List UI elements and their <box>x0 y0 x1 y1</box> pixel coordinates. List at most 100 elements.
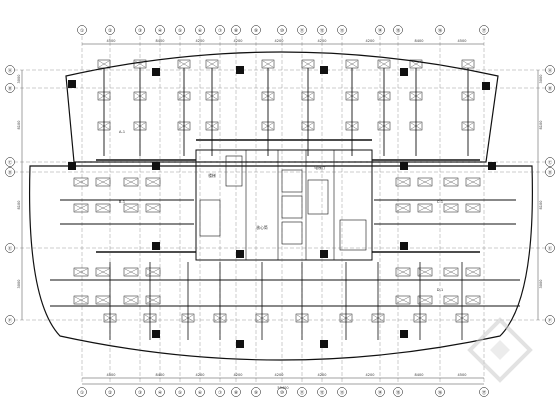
structural-column <box>68 162 76 170</box>
fan-coil-unit <box>410 60 422 68</box>
structural-column <box>400 330 408 338</box>
grid-bubble-label: ④ <box>158 28 162 34</box>
fan-coil-unit <box>124 178 138 186</box>
structural-column <box>400 68 408 76</box>
dimension-value: 8400 <box>415 373 424 377</box>
dimension-value: 4200 <box>318 373 327 377</box>
dimension-value: 4200 <box>234 39 243 43</box>
fan-coil-unit <box>443 295 459 305</box>
structural-column <box>320 250 328 258</box>
grid-bubble <box>5 157 15 167</box>
elevator-shaft <box>281 169 303 193</box>
grid-bubble-label: ⑪ <box>300 27 305 34</box>
fan-coil-unit <box>73 295 89 305</box>
dimension-value: 8100 <box>17 201 21 210</box>
grid-bubble-label: ⑤ <box>178 390 182 396</box>
grid-bubble-label: ③ <box>138 28 142 34</box>
grid-bubble <box>135 387 145 397</box>
grid-bubble-label: Ⓒ <box>548 159 553 166</box>
fan-coil-unit <box>372 314 384 322</box>
fan-coil-unit <box>95 203 111 213</box>
dimension-value: 4200 <box>275 373 284 377</box>
dimension-value: 4200 <box>275 39 284 43</box>
fan-coil-unit <box>182 314 194 322</box>
dimension-value: 4200 <box>196 373 205 377</box>
grid-bubble-label: ⑦ <box>218 390 222 396</box>
fan-coil-unit <box>144 314 156 322</box>
grid-bubble <box>105 25 115 35</box>
dimension-value: 3000 <box>17 75 21 84</box>
grid-bubble-label: Ⓓ <box>548 169 553 176</box>
elevator-shaft <box>281 221 303 245</box>
grid-bubble-label: ⑩ <box>280 28 284 34</box>
fan-coil-unit <box>74 296 88 304</box>
structural-column <box>152 68 160 76</box>
shaft <box>339 219 367 251</box>
grid-bubble <box>5 65 15 75</box>
fan-coil-unit <box>146 268 160 276</box>
grid-bubble <box>337 387 347 397</box>
fan-coil-unit <box>123 267 139 277</box>
dimension-value: 4200 <box>318 39 327 43</box>
grid-bubble <box>545 83 555 93</box>
stair-core <box>199 199 221 237</box>
grid-bubble-label: ⑪ <box>300 389 305 396</box>
fan-coil-unit <box>418 268 432 276</box>
fan-coil-unit <box>123 295 139 305</box>
fan-coil-unit <box>145 203 161 213</box>
fan-coil-unit <box>96 204 110 212</box>
grid-bubble <box>317 25 327 35</box>
grid-bubble-label: ⑫ <box>320 389 325 396</box>
fan-coil-unit <box>396 178 410 186</box>
fan-coil-unit <box>465 203 481 213</box>
grid-bubble-label: ⑯ <box>438 27 443 34</box>
grid-bubble <box>175 387 185 397</box>
grid-bubble-label: Ⓕ <box>548 317 553 324</box>
grid-bubble-label: ③ <box>138 390 142 396</box>
grid-bubble-label: ⑤ <box>178 28 182 34</box>
room-label-zone-c: C-1 <box>437 199 444 204</box>
grid-bubble-label: Ⓑ <box>548 85 553 92</box>
grid-bubble <box>277 25 287 35</box>
grid-bubble-label: Ⓒ <box>8 159 13 166</box>
fan-coil-unit <box>465 295 481 305</box>
grid-bubble-label: ⑭ <box>378 27 383 34</box>
grid-bubble <box>231 387 241 397</box>
grid-bubble-label: ① <box>80 28 84 34</box>
grid-bubble <box>77 387 87 397</box>
fan-coil-unit <box>96 268 110 276</box>
fan-coil-unit <box>466 296 480 304</box>
structural-column <box>320 66 328 74</box>
fan-coil-unit <box>123 177 139 187</box>
grid-bubble <box>393 387 403 397</box>
grid-bubble <box>545 65 555 75</box>
structural-column <box>482 82 490 90</box>
grid-bubble-label: ⑭ <box>378 389 383 396</box>
grid-bubble <box>105 387 115 397</box>
fan-coil-unit <box>256 314 268 322</box>
fan-coil-unit <box>465 177 481 187</box>
fan-coil-unit <box>96 296 110 304</box>
fan-coil-unit <box>145 295 161 305</box>
grid-bubble-label: ⑫ <box>320 27 325 34</box>
fan-coil-unit <box>346 60 358 68</box>
fan-coil-unit <box>418 178 432 186</box>
fan-coil-unit <box>396 268 410 276</box>
grid-bubble-label: ⑥ <box>198 28 202 34</box>
fan-coil-unit <box>124 204 138 212</box>
fan-coil-unit <box>73 203 89 213</box>
grid-bubble-label: ⑯ <box>438 389 443 396</box>
fan-coil-unit <box>213 313 227 323</box>
dimension-value: 3000 <box>539 75 543 84</box>
fan-coil-unit <box>396 296 410 304</box>
grid-bubble-label: ② <box>108 390 112 396</box>
fan-coil-unit <box>340 314 352 322</box>
fan-coil-unit <box>443 267 459 277</box>
grid-bubble <box>5 315 15 325</box>
grid-bubble <box>195 25 205 35</box>
grid-bubble <box>77 25 87 35</box>
grid-bubble-label: Ⓔ <box>8 245 13 252</box>
fan-coil-unit <box>417 267 433 277</box>
grid-bubble-label: ⑰ <box>482 389 487 396</box>
grid-bubble-label: ⑥ <box>198 390 202 396</box>
